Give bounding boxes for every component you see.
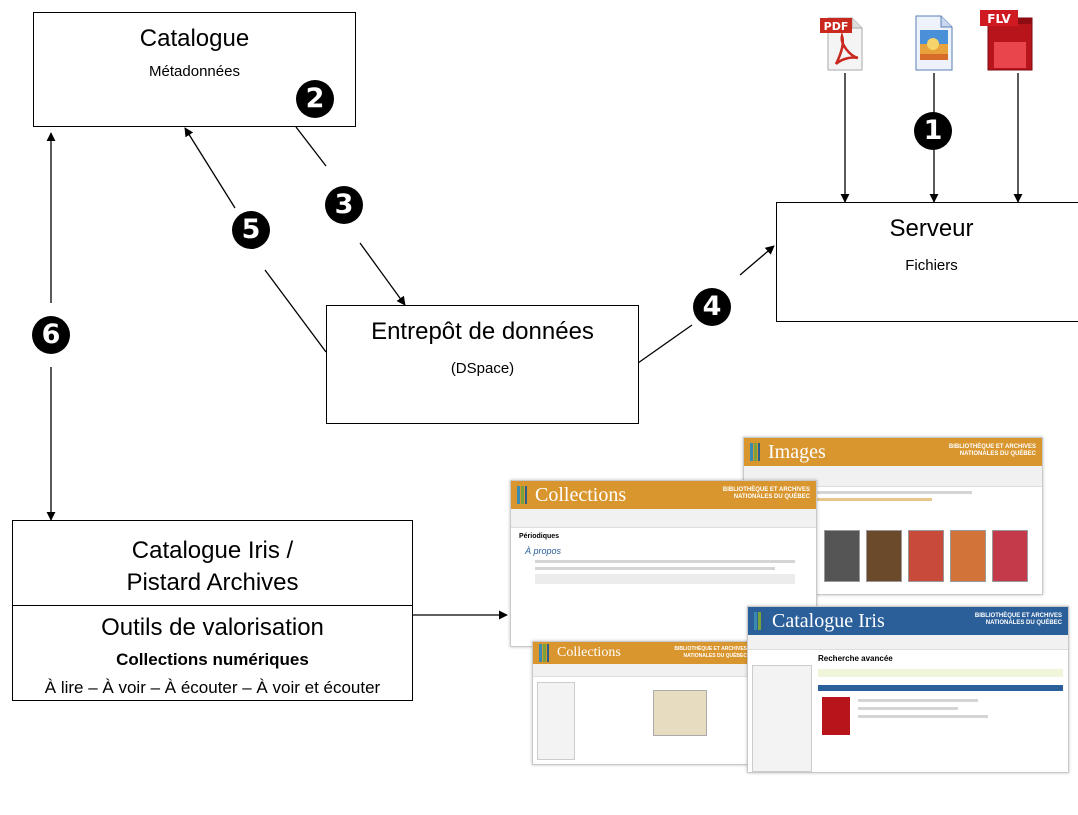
collections-screenshot-title: Collections bbox=[535, 484, 627, 506]
iris-divider bbox=[13, 605, 412, 606]
step-1-badge: 1 bbox=[914, 112, 952, 150]
flv-icon: FLV bbox=[980, 8, 1036, 72]
entrepot-box: Entrepôt de données (DSpace) bbox=[326, 305, 639, 424]
iris-box: Catalogue Iris / Pistard Archives Outils… bbox=[12, 520, 413, 701]
step-5-badge: 5 bbox=[232, 211, 270, 249]
catalogue-subtitle: Métadonnées bbox=[149, 63, 240, 80]
pdf-icon: PDF bbox=[820, 12, 866, 72]
serveur-subtitle: Fichiers bbox=[905, 257, 958, 274]
iris-title-line2: Pistard Archives bbox=[126, 569, 299, 596]
iris-tools-title: Outils de valorisation bbox=[101, 614, 324, 641]
serveur-box: Serveur Fichiers bbox=[776, 202, 1078, 322]
iris-media: À lire – À voir – À écouter – À voir et … bbox=[44, 678, 381, 697]
step-2-badge: 2 bbox=[296, 80, 334, 118]
collections-section: Périodiques bbox=[519, 533, 560, 540]
iris-screenshot-title: Catalogue Iris bbox=[772, 610, 885, 632]
collections-subsection: À propos bbox=[525, 546, 562, 556]
step-6-badge: 6 bbox=[32, 316, 70, 354]
entrepot-title: Entrepôt de données bbox=[371, 318, 594, 345]
arrow-catalogue-to-entrepot bbox=[295, 126, 327, 167]
step-3-badge: 3 bbox=[325, 186, 363, 224]
catalogue-title: Catalogue bbox=[139, 25, 250, 52]
image-file-icon bbox=[913, 14, 955, 72]
images-screenshot-title: Images bbox=[768, 441, 826, 463]
entrepot-subtitle: (DSpace) bbox=[450, 360, 515, 377]
arrow-entrepot-to-catalogue bbox=[264, 269, 327, 353]
serveur-title: Serveur bbox=[889, 215, 974, 242]
flv-label: FLV bbox=[987, 12, 1011, 26]
arrow-entrepot-to-serveur bbox=[637, 324, 693, 364]
iris-title-line1: Catalogue Iris / bbox=[131, 537, 294, 564]
iris-collections: Collections numériques bbox=[116, 650, 309, 669]
collections-small-title: Collections bbox=[557, 645, 621, 660]
iris-screenshot-search: Recherche avancée bbox=[818, 654, 893, 663]
pdf-label: PDF bbox=[824, 20, 849, 33]
step-4-badge: 4 bbox=[693, 288, 731, 326]
